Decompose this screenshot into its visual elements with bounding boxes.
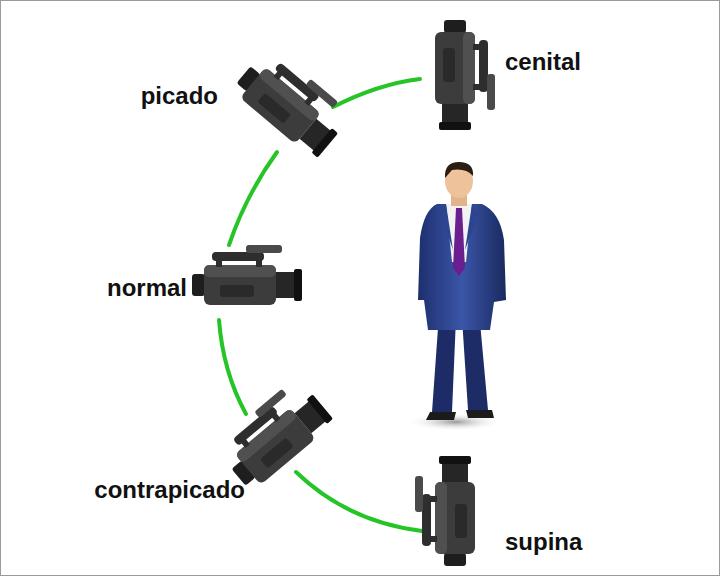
angle-label: picado bbox=[141, 83, 218, 109]
angle-label: contrapicado bbox=[94, 477, 245, 503]
camera-supina bbox=[415, 456, 475, 566]
camera-picado bbox=[231, 44, 354, 161]
man-figure bbox=[407, 162, 506, 431]
angle-label: normal bbox=[107, 275, 187, 301]
angle-label: supina bbox=[505, 529, 582, 555]
angle-label: cenital bbox=[505, 49, 581, 75]
camera-cenital bbox=[435, 20, 495, 130]
camera-contrapicado bbox=[213, 376, 336, 493]
camera-normal bbox=[192, 245, 302, 305]
